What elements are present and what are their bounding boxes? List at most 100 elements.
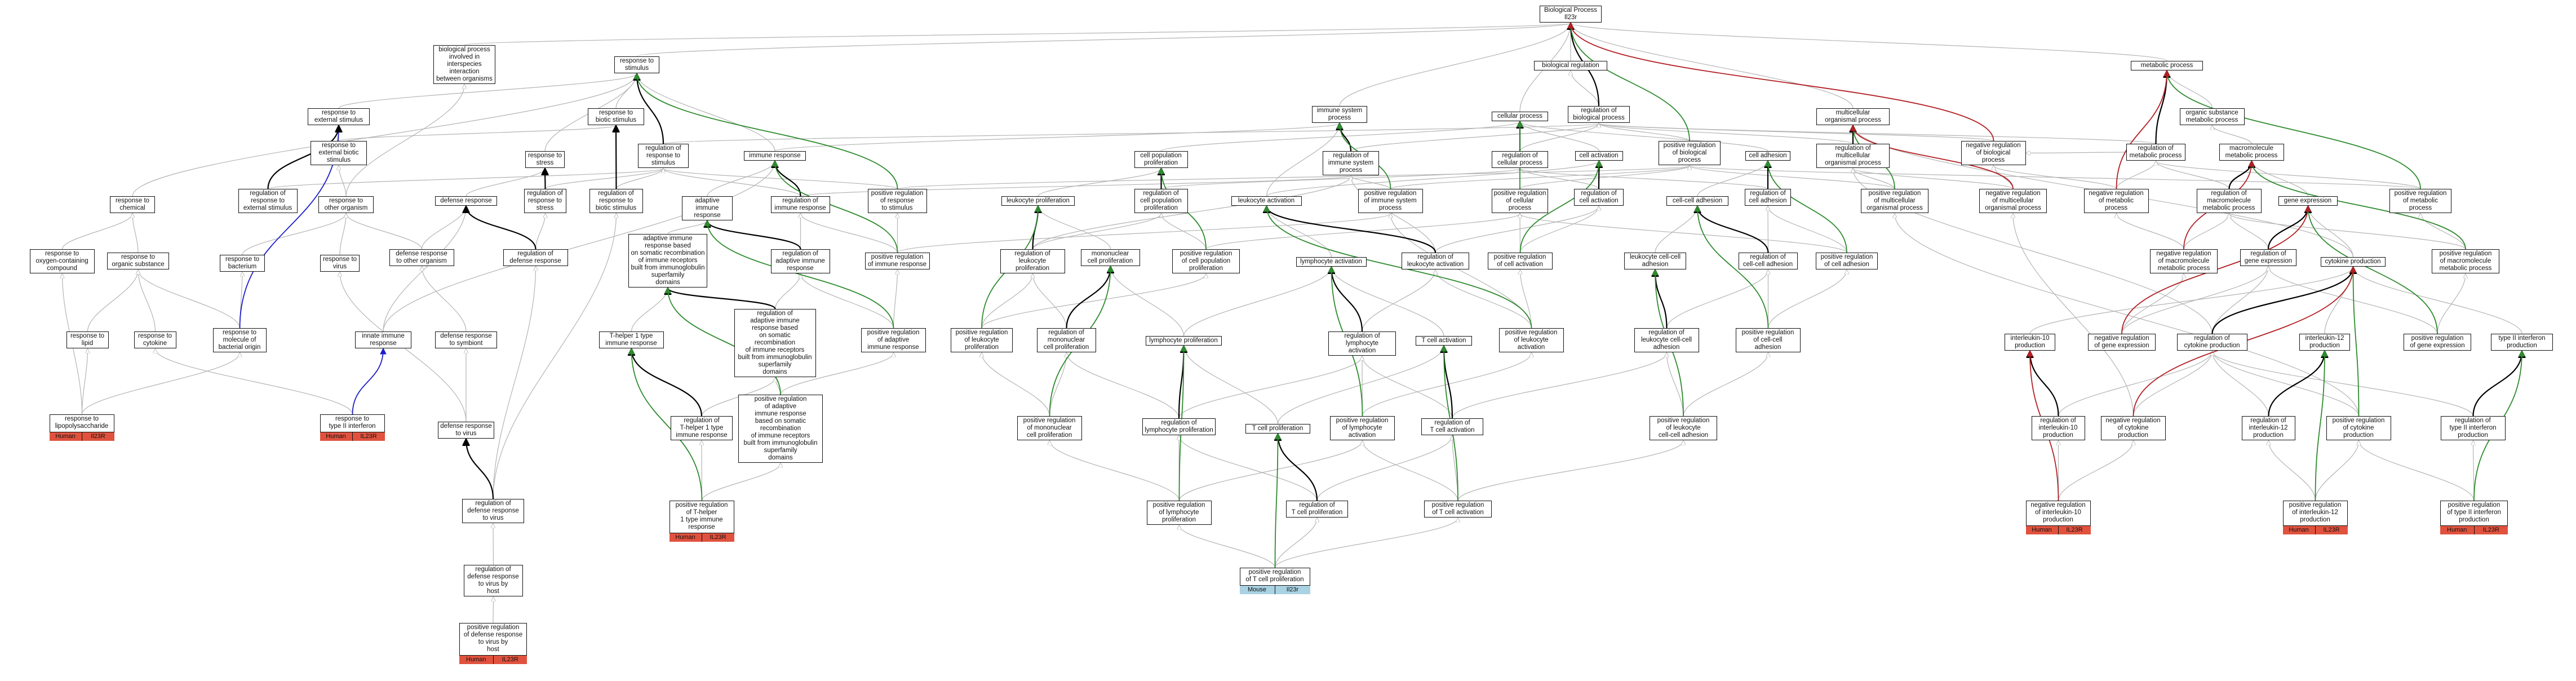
go-term-lymph-activation[interactable]: lymphocyte activation — [1296, 257, 1367, 267]
go-term-cell-pop-prolif[interactable]: cell population proliferation — [1134, 151, 1188, 168]
go-term-reg-t-cell-prolif[interactable]: regulation of T cell proliferation — [1286, 501, 1348, 518]
go-term-pos-reg-immune-resp[interactable]: positive regulation of immune response — [864, 253, 930, 269]
go-term-resp-lipid[interactable]: response to lipid — [66, 331, 109, 348]
go-term-pos-reg-leuk-prolif[interactable]: positive regulation of leukocyte prolife… — [951, 328, 1013, 352]
go-term-reg-adapt-immune[interactable]: regulation of adaptive immune response — [770, 249, 830, 273]
go-term-cell-activation[interactable]: cell activation — [1575, 151, 1623, 161]
go-term-resp-chem[interactable]: response to chemical — [110, 196, 155, 213]
go-term-immune-sys[interactable]: immune system process — [1312, 106, 1367, 123]
go-term-reg-leuk-cell-adhesion[interactable]: regulation of leukocyte cell-cell adhesi… — [1634, 328, 1699, 352]
go-term-pos-reg-il12[interactable]: positive regulation of interleukin-12 pr… — [2282, 501, 2348, 534]
go-term-cytokine-prod[interactable]: cytokine production — [2320, 257, 2386, 267]
go-term-multicell[interactable]: multicellular organismal process — [1816, 108, 1890, 125]
go-term-neg-reg-gene-expr[interactable]: negative regulation of gene expression — [2088, 334, 2156, 351]
go-term-reg-cytokine-prod[interactable]: regulation of cytokine production — [2176, 334, 2247, 351]
go-term-pos-reg-macromol[interactable]: positive regulation of macromolecule met… — [2432, 249, 2499, 273]
go-term-pos-reg-adapt-immune[interactable]: positive regulation of adaptive immune r… — [861, 328, 926, 352]
go-term-leuk-activation[interactable]: leukocyte activation — [1231, 196, 1302, 206]
go-term-resp-org-subst[interactable]: response to organic substance — [107, 253, 169, 269]
go-term-reg-gene-expr[interactable]: regulation of gene expression — [2240, 249, 2296, 266]
go-term-neg-reg-multicell[interactable]: negative regulation of multicellular org… — [1979, 189, 2047, 213]
go-term-reg-il12[interactable]: regulation of interleukin-12 production — [2241, 416, 2295, 440]
go-term-resp-oxygen[interactable]: response to oxygen-containing compound — [29, 249, 95, 273]
go-term-immune-resp[interactable]: immune response — [744, 151, 806, 161]
go-term-reg-bp[interactable]: regulation of biological process — [1568, 106, 1630, 123]
go-term-reg-il10[interactable]: regulation of interleukin-10 production — [2031, 416, 2085, 440]
go-term-resp-biotic[interactable]: response to biotic stimulus — [588, 108, 644, 125]
go-term-org-subst-met[interactable]: organic substance metabolic process — [2179, 108, 2245, 125]
go-term-metab[interactable]: metabolic process — [2131, 61, 2203, 70]
go-term-t-cell-activation[interactable]: T cell activation — [1416, 336, 1472, 346]
go-term-t-cell-prolif[interactable]: T cell proliferation — [1245, 424, 1310, 434]
go-term-resp-stim[interactable]: response to stimulus — [614, 56, 659, 73]
go-term-pos-reg-bp[interactable]: positive regulation of biological proces… — [1659, 141, 1721, 165]
go-term-resp-other-org[interactable]: response to other organism — [318, 196, 374, 213]
go-term-reg-cell-activation[interactable]: regulation of cell activation — [1574, 189, 1624, 206]
go-term-reg-macromol-met[interactable]: regulation of macromolecule metabolic pr… — [2196, 189, 2262, 213]
go-term-pos-reg-lymph-activation[interactable]: positive regulation of lymphocyte activa… — [1329, 416, 1395, 440]
go-term-pos-reg-t-cell-activation[interactable]: positive regulation of T cell activation — [1424, 501, 1492, 518]
go-term-adapt-immune[interactable]: adaptive immune response — [682, 196, 733, 220]
go-term-pos-reg-cell-activation[interactable]: positive regulation of cell activation — [1487, 253, 1553, 269]
go-term-neg-reg-metab[interactable]: negative regulation of metabolic process — [2083, 189, 2149, 213]
go-term-bp[interactable]: Biological Process Il23r — [1540, 6, 1602, 23]
go-term-resp-ext-biotic[interactable]: response to external biotic stimulus — [311, 141, 367, 165]
go-term-macromol-met[interactable]: macromolecule metabolic process — [2219, 144, 2284, 161]
go-term-cell-proc[interactable]: cellular process — [1492, 112, 1548, 121]
go-term-lymph-prolif[interactable]: lymphocyte proliferation — [1145, 336, 1222, 346]
go-term-reg-adaptive-somatic[interactable]: regulation of adaptive immune response b… — [734, 309, 816, 377]
go-term-def-resp-other[interactable]: defense response to other organism — [389, 249, 454, 266]
go-term-bp-inter[interactable]: biological process involved in interspec… — [433, 45, 495, 84]
go-term-neg-reg-bp[interactable]: negative regulation of biological proces… — [1961, 141, 2026, 165]
go-term-pos-reg-metab[interactable]: positive regulation of metabolic process — [2389, 189, 2451, 213]
go-term-t-helper1[interactable]: T-helper 1 type immune response — [598, 331, 664, 348]
go-term-pos-reg-mononuc-prolif[interactable]: positive regulation of mononuclear cell … — [1017, 416, 1082, 440]
go-term-pos-reg-t-helper1[interactable]: positive regulation of T-helper 1 type i… — [669, 501, 734, 542]
go-term-def-resp[interactable]: defense response — [435, 196, 497, 206]
go-term-pos-reg-def-resp-virus-host[interactable]: positive regulation of defense response … — [459, 623, 527, 664]
go-term-reg-resp-ext[interactable]: regulation of response to external stimu… — [238, 189, 298, 213]
go-term-pos-reg-cell-adhesion[interactable]: positive regulation of cell adhesion — [1816, 253, 1878, 269]
go-term-pos-reg-cytokine[interactable]: positive regulation of cytokine producti… — [2326, 416, 2391, 440]
go-term-def-resp-symbiont[interactable]: defense response to symbiont — [435, 331, 497, 348]
go-term-resp-bacterium[interactable]: response to bacterium — [220, 255, 265, 272]
go-term-reg-cell-adhesion[interactable]: regulation of cell adhesion — [1745, 189, 1791, 206]
go-term-pos-reg-adaptive-somatic[interactable]: positive regulation of adaptive immune r… — [738, 395, 823, 463]
go-term-reg-immune-resp[interactable]: regulation of immune response — [770, 196, 830, 213]
go-term-pos-reg-resp-stim[interactable]: positive regulation of response to stimu… — [867, 189, 927, 213]
go-term-reg-t-helper1[interactable]: regulation of T-helper 1 type immune res… — [671, 416, 733, 440]
go-term-pos-reg-leuk-activation[interactable]: positive regulation of leukocyte activat… — [1498, 328, 1564, 352]
go-term-reg-cell-cell-adhesion[interactable]: regulation of cell-cell adhesion — [1738, 253, 1798, 269]
go-term-pos-reg-cell-cell-adhesion[interactable]: positive regulation of cell-cell adhesio… — [1735, 328, 1801, 352]
go-term-reg-leuk-prolif[interactable]: regulation of leukocyte proliferation — [1000, 249, 1065, 273]
go-term-reg-def-resp-virus-host[interactable]: regulation of defense response to virus … — [463, 565, 523, 596]
go-term-type2-ifn-prod[interactable]: type II interferon production — [2491, 334, 2553, 351]
go-term-pos-reg-type2-ifn[interactable]: positive regulation of type II interfero… — [2440, 501, 2508, 534]
go-term-reg-lymph-prolif[interactable]: regulation of lymphocyte proliferation — [1142, 418, 1216, 435]
go-term-reg-def-resp-virus[interactable]: regulation of defense response to virus — [462, 499, 524, 523]
go-term-leuk-prolif[interactable]: leukocyte proliferation — [1001, 196, 1075, 206]
go-term-adaptive-somatic[interactable]: adaptive immune response based on somati… — [628, 234, 707, 288]
go-term-reg-metab[interactable]: regulation of metabolic process — [2126, 144, 2185, 161]
go-term-reg-def-resp[interactable]: regulation of defense response — [503, 249, 568, 266]
go-term-cell-cell-adhesion[interactable]: cell-cell adhesion — [1666, 196, 1728, 206]
go-term-reg-leuk-activation[interactable]: regulation of leukocyte activation — [1402, 253, 1469, 269]
go-term-reg-type2-ifn[interactable]: regulation of type II interferon product… — [2440, 416, 2506, 440]
go-term-leuk-cell-adhesion[interactable]: leukocyte cell-cell adhesion — [1624, 253, 1686, 269]
go-term-reg-cell-pop-prolif[interactable]: regulation of cell population proliferat… — [1134, 189, 1188, 213]
go-term-reg-mononuc-prolif[interactable]: regulation of mononuclear cell prolifera… — [1036, 328, 1096, 352]
go-term-resp-stress[interactable]: response to stress — [525, 151, 565, 168]
go-term-reg-multicell[interactable]: regulation of multicellular organismal p… — [1816, 144, 1890, 168]
go-term-pos-reg-gene-expr[interactable]: positive regulation of gene expression — [2404, 334, 2471, 351]
go-term-neg-reg-cytokine[interactable]: negative regulation of cytokine producti… — [2100, 416, 2166, 440]
go-term-il10-prod[interactable]: interleukin-10 production — [2005, 334, 2055, 351]
go-term-il12-prod[interactable]: interleukin-12 production — [2299, 334, 2350, 351]
go-term-bio-reg[interactable]: biological regulation — [1534, 61, 1607, 70]
go-term-pos-reg-leuk-cell-adhesion[interactable]: positive regulation of leukocyte cell-ce… — [1650, 416, 1717, 440]
go-term-reg-resp-biotic[interactable]: regulation of response to biotic stimulu… — [589, 189, 643, 213]
go-term-resp-virus[interactable]: response to virus — [320, 255, 360, 272]
go-term-reg-t-cell-activation[interactable]: regulation of T cell activation — [1421, 418, 1483, 435]
go-term-resp-cytokine[interactable]: response to cytokine — [134, 331, 176, 348]
